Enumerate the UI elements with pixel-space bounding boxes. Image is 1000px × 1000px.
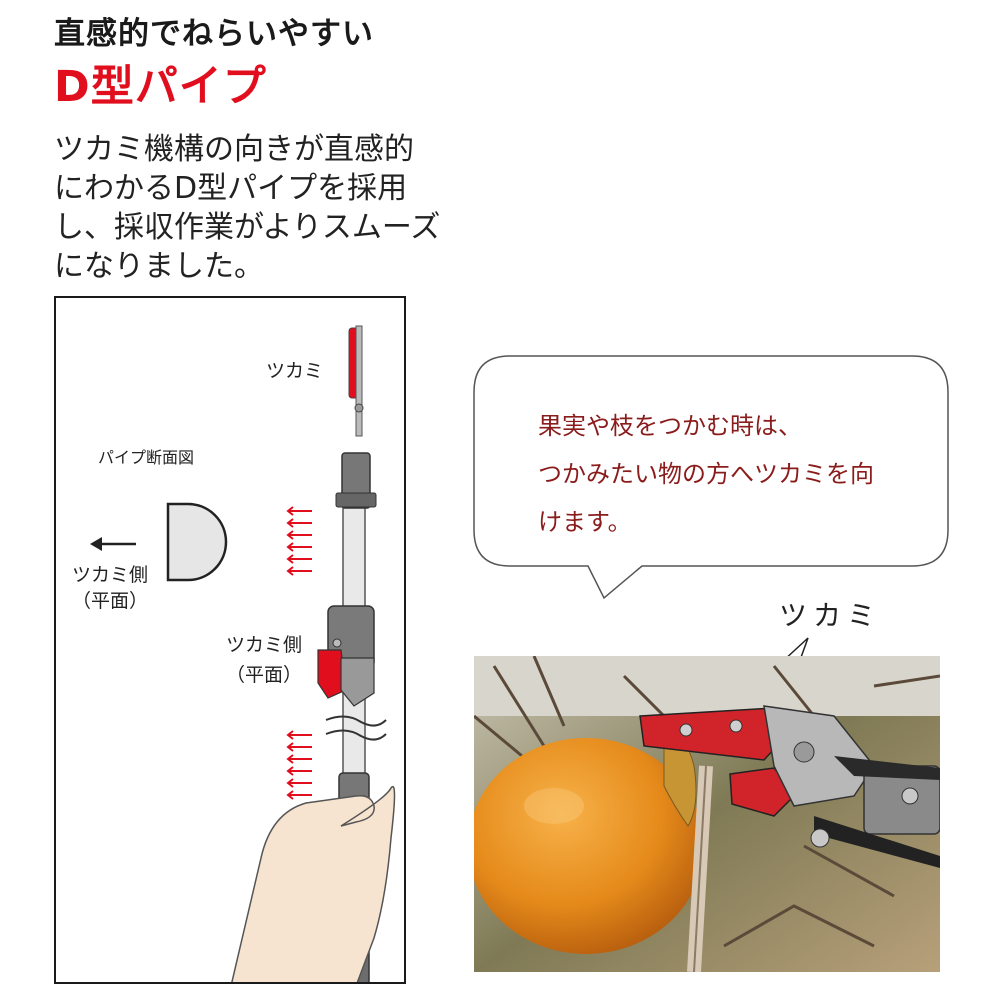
grip-label: ツカミ (266, 360, 324, 382)
bubble-line: 果実や枝をつかむ時は、 (538, 412, 802, 440)
section-side-sub: （平面） (71, 590, 148, 612)
description-line: にわかるD型パイプを採用 (54, 171, 408, 206)
bubble-line: けます。 (538, 508, 632, 536)
description-line: ツカミ機構の向きが直感的 (54, 132, 414, 167)
pole-side-sub: （平面） (225, 664, 302, 686)
pipe-diagram-panel: ツカミ パイプ断面図 ツカミ側 （平面） ツカミ側 （平面） (54, 296, 406, 984)
speech-bubble (473, 355, 949, 600)
bubble-text: 果実や枝をつかむ時は、 つかみたい物の方へツカミを向 けます。 (538, 402, 874, 546)
persimmon-photo (474, 656, 940, 972)
persimmon-photo-image (474, 656, 940, 972)
headline-subtitle: 直感的でねらいやすい (54, 16, 374, 52)
photo-grip-label: ツカミ (779, 599, 882, 632)
section-side-label: ツカミ側 (71, 564, 148, 586)
description-text: ツカミ機構の向きが直感的 にわかるD型パイプを採用 し、採収作業がよりスムーズ … (54, 130, 441, 286)
description-line: し、採収作業がよりスムーズ (54, 210, 441, 245)
description-line: になりました。 (54, 249, 264, 284)
pipe-illustration (90, 325, 396, 982)
headline-title: D型パイプ (54, 62, 267, 112)
bubble-line: つかみたい物の方へツカミを向 (538, 460, 874, 488)
section-title: パイプ断面図 (98, 448, 195, 467)
pole-side-label: ツカミ側 (225, 634, 302, 656)
